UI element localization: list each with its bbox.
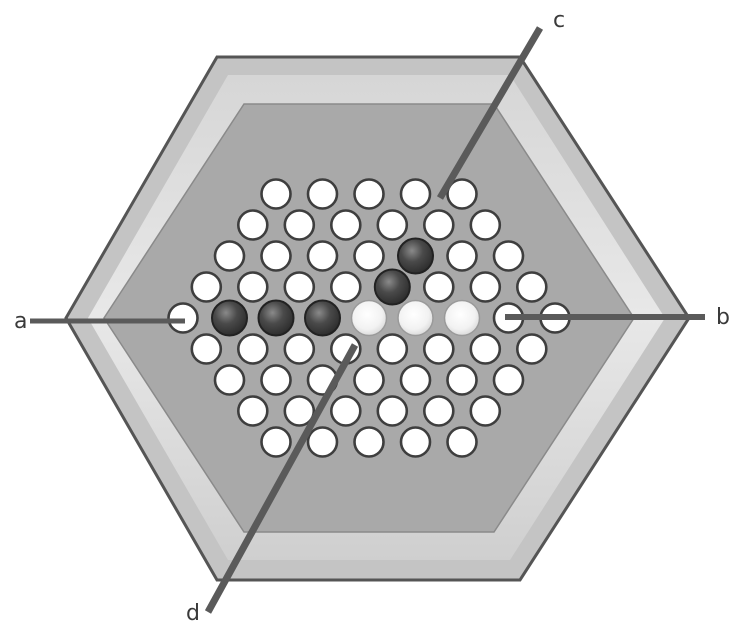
empty-hole[interactable]: [471, 273, 500, 302]
black-marble[interactable]: [212, 301, 247, 336]
white-marble[interactable]: [445, 301, 480, 336]
empty-hole[interactable]: [494, 366, 523, 395]
empty-hole[interactable]: [331, 397, 360, 426]
empty-hole[interactable]: [308, 428, 337, 457]
empty-hole[interactable]: [517, 335, 546, 364]
empty-hole[interactable]: [192, 335, 221, 364]
empty-hole[interactable]: [238, 335, 267, 364]
empty-hole[interactable]: [424, 273, 453, 302]
black-marble[interactable]: [375, 270, 410, 305]
empty-hole[interactable]: [308, 242, 337, 271]
line-label-c: c: [553, 8, 565, 33]
empty-hole[interactable]: [285, 335, 314, 364]
line-label-a: a: [14, 309, 27, 334]
empty-hole[interactable]: [378, 397, 407, 426]
empty-hole[interactable]: [169, 304, 198, 333]
empty-hole[interactable]: [215, 366, 244, 395]
empty-hole[interactable]: [378, 211, 407, 240]
empty-hole[interactable]: [448, 366, 477, 395]
empty-hole[interactable]: [262, 366, 291, 395]
empty-hole[interactable]: [401, 428, 430, 457]
empty-hole[interactable]: [285, 211, 314, 240]
empty-hole[interactable]: [471, 335, 500, 364]
empty-hole[interactable]: [494, 242, 523, 271]
empty-hole[interactable]: [262, 428, 291, 457]
empty-hole[interactable]: [424, 211, 453, 240]
line-label-d: d: [186, 601, 200, 626]
empty-hole[interactable]: [355, 366, 384, 395]
white-marble[interactable]: [398, 301, 433, 336]
empty-hole[interactable]: [448, 242, 477, 271]
empty-hole[interactable]: [238, 273, 267, 302]
empty-hole[interactable]: [471, 397, 500, 426]
empty-hole[interactable]: [331, 273, 360, 302]
white-marble[interactable]: [352, 301, 387, 336]
empty-hole[interactable]: [471, 211, 500, 240]
empty-hole[interactable]: [262, 180, 291, 209]
empty-hole[interactable]: [308, 180, 337, 209]
empty-hole[interactable]: [355, 428, 384, 457]
empty-hole[interactable]: [401, 366, 430, 395]
black-marble[interactable]: [398, 239, 433, 274]
empty-hole[interactable]: [424, 397, 453, 426]
empty-hole[interactable]: [331, 211, 360, 240]
empty-hole[interactable]: [285, 273, 314, 302]
empty-hole[interactable]: [378, 335, 407, 364]
empty-hole[interactable]: [355, 242, 384, 271]
empty-hole[interactable]: [238, 397, 267, 426]
empty-hole[interactable]: [401, 180, 430, 209]
empty-hole[interactable]: [262, 242, 291, 271]
black-marble[interactable]: [259, 301, 294, 336]
empty-hole[interactable]: [424, 335, 453, 364]
line-label-b: b: [716, 305, 730, 330]
empty-hole[interactable]: [192, 273, 221, 302]
empty-hole[interactable]: [517, 273, 546, 302]
black-marble[interactable]: [305, 301, 340, 336]
empty-hole[interactable]: [215, 242, 244, 271]
empty-hole[interactable]: [448, 428, 477, 457]
empty-hole[interactable]: [238, 211, 267, 240]
empty-hole[interactable]: [355, 180, 384, 209]
